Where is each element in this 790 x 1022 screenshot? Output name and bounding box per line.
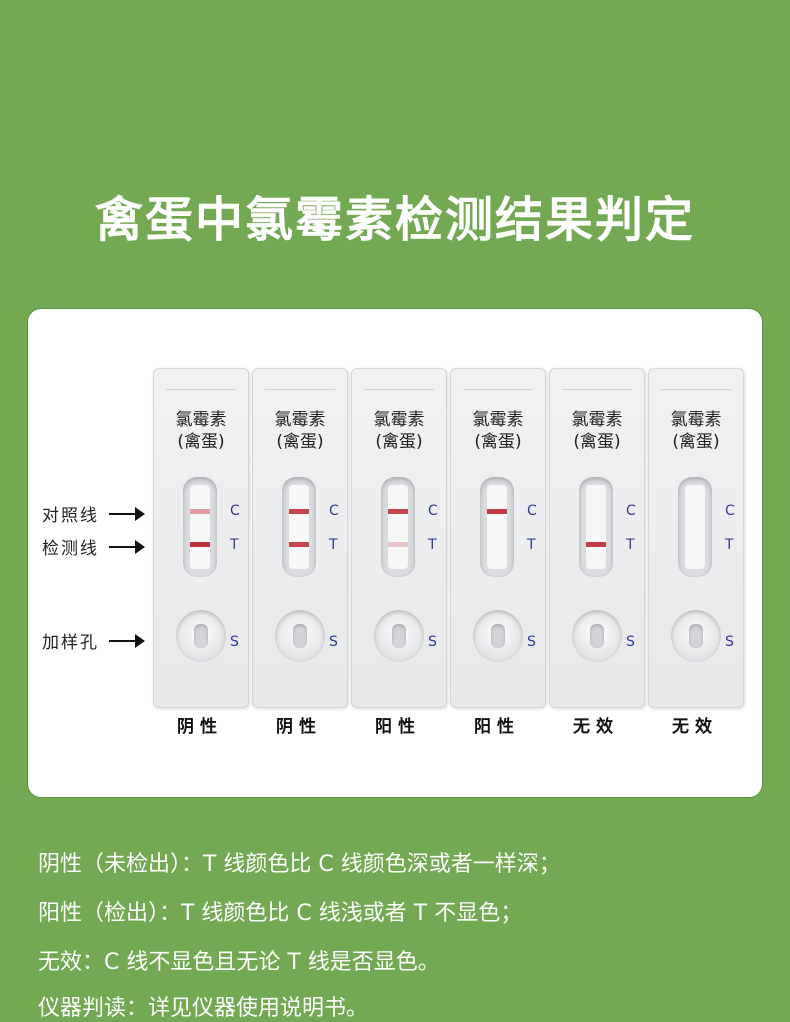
sample-hole <box>392 624 406 648</box>
sample-well-marker: S <box>329 634 338 650</box>
sample-hole <box>689 624 703 648</box>
test-line-pointer: 检测线 <box>42 534 145 559</box>
test-cassette: 氯霉素(禽蛋) C T S <box>252 368 348 708</box>
description-invalid: 无效：C 线不显色且无论 T 线是否显色。 <box>38 950 440 975</box>
test-cassette: 氯霉素(禽蛋) C T S <box>549 368 645 708</box>
test-cassette: 氯霉素(禽蛋) C T S <box>648 368 744 708</box>
test-strip <box>190 485 210 569</box>
test-line-marker: T <box>527 537 536 553</box>
cassette-name: 氯霉素 <box>274 410 326 430</box>
control-line-marker: C <box>527 503 537 519</box>
control-line-label: 对照线 <box>42 506 99 526</box>
cassette-ridge <box>364 389 434 390</box>
sample-well <box>671 610 721 662</box>
test-strip <box>487 485 507 569</box>
cassette-ridge <box>562 389 632 390</box>
result-window <box>381 477 415 577</box>
control-line <box>487 509 507 514</box>
cassette-ridge <box>661 389 731 390</box>
control-line <box>388 509 408 514</box>
control-line-marker: C <box>329 503 339 519</box>
test-strip <box>685 485 705 569</box>
control-line <box>190 509 210 514</box>
control-line-marker: C <box>725 503 735 519</box>
result-label: 阴性 <box>177 717 223 737</box>
test-cassette: 氯霉素(禽蛋) C T S <box>351 368 447 708</box>
cassette-sample-type: (禽蛋) <box>672 432 720 452</box>
test-strip <box>586 485 606 569</box>
cassette-sample-type: (禽蛋) <box>177 432 225 452</box>
cassette-name: 氯霉素 <box>670 410 722 430</box>
result-window <box>678 477 712 577</box>
cassette-sample-type: (禽蛋) <box>276 432 324 452</box>
sample-well <box>275 610 325 662</box>
control-line <box>289 509 309 514</box>
cassette-name: 氯霉素 <box>373 410 425 430</box>
cassette-sample-type: (禽蛋) <box>375 432 423 452</box>
test-line <box>190 542 210 547</box>
result-label: 无效 <box>573 717 619 737</box>
result-label: 阳性 <box>375 717 421 737</box>
cassette-sample-type: (禽蛋) <box>573 432 621 452</box>
result-window <box>480 477 514 577</box>
sample-hole <box>293 624 307 648</box>
test-line-label: 检测线 <box>42 539 99 559</box>
description-instrument: 仪器判读：详见仪器使用说明书。 <box>38 996 369 1021</box>
cassette-sample-type: (禽蛋) <box>474 432 522 452</box>
cassette-name: 氯霉素 <box>175 410 227 430</box>
result-window <box>282 477 316 577</box>
description-positive: 阳性（检出）：T 线颜色比 C 线浅或者 T 不显色； <box>38 901 523 926</box>
sample-well <box>473 610 523 662</box>
sample-hole <box>590 624 604 648</box>
cassette-name: 氯霉素 <box>472 410 524 430</box>
control-line-marker: C <box>428 503 438 519</box>
sample-well-marker: S <box>230 634 239 650</box>
sample-well <box>176 610 226 662</box>
cassette-ridge <box>166 389 236 390</box>
test-strip <box>388 485 408 569</box>
test-cassette: 氯霉素(禽蛋) C T S <box>450 368 546 708</box>
test-line-marker: T <box>626 537 635 553</box>
cassette-ridge <box>265 389 335 390</box>
arrow-right-icon <box>109 633 145 648</box>
control-line-marker: C <box>230 503 240 519</box>
test-line <box>586 542 606 547</box>
sample-hole <box>491 624 505 648</box>
arrow-right-icon <box>109 539 145 554</box>
result-window <box>183 477 217 577</box>
sample-well <box>374 610 424 662</box>
test-cassette: 氯霉素(禽蛋) C T S <box>153 368 249 708</box>
test-line-marker: T <box>230 537 239 553</box>
page-title: 禽蛋中氯霉素检测结果判定 <box>94 192 695 248</box>
cassette-ridge <box>463 389 533 390</box>
sample-well <box>572 610 622 662</box>
description-negative: 阴性（未检出）：T 线颜色比 C 线颜色深或者一样深； <box>38 852 561 877</box>
test-line-marker: T <box>428 537 437 553</box>
result-label: 无效 <box>672 717 718 737</box>
sample-hole <box>194 624 208 648</box>
sample-well-label: 加样孔 <box>42 633 99 653</box>
test-line <box>289 542 309 547</box>
control-line-marker: C <box>626 503 636 519</box>
test-strip <box>289 485 309 569</box>
sample-well-marker: S <box>428 634 437 650</box>
sample-well-marker: S <box>626 634 635 650</box>
test-line <box>388 542 408 547</box>
result-window <box>579 477 613 577</box>
cassette-name: 氯霉素 <box>571 410 623 430</box>
sample-well-marker: S <box>725 634 734 650</box>
result-label: 阳性 <box>474 717 520 737</box>
control-line-pointer: 对照线 <box>42 501 145 526</box>
test-line-marker: T <box>725 537 734 553</box>
arrow-right-icon <box>109 506 145 521</box>
test-line-marker: T <box>329 537 338 553</box>
result-label: 阴性 <box>276 717 322 737</box>
sample-well-marker: S <box>527 634 536 650</box>
sample-well-pointer: 加样孔 <box>42 628 145 653</box>
